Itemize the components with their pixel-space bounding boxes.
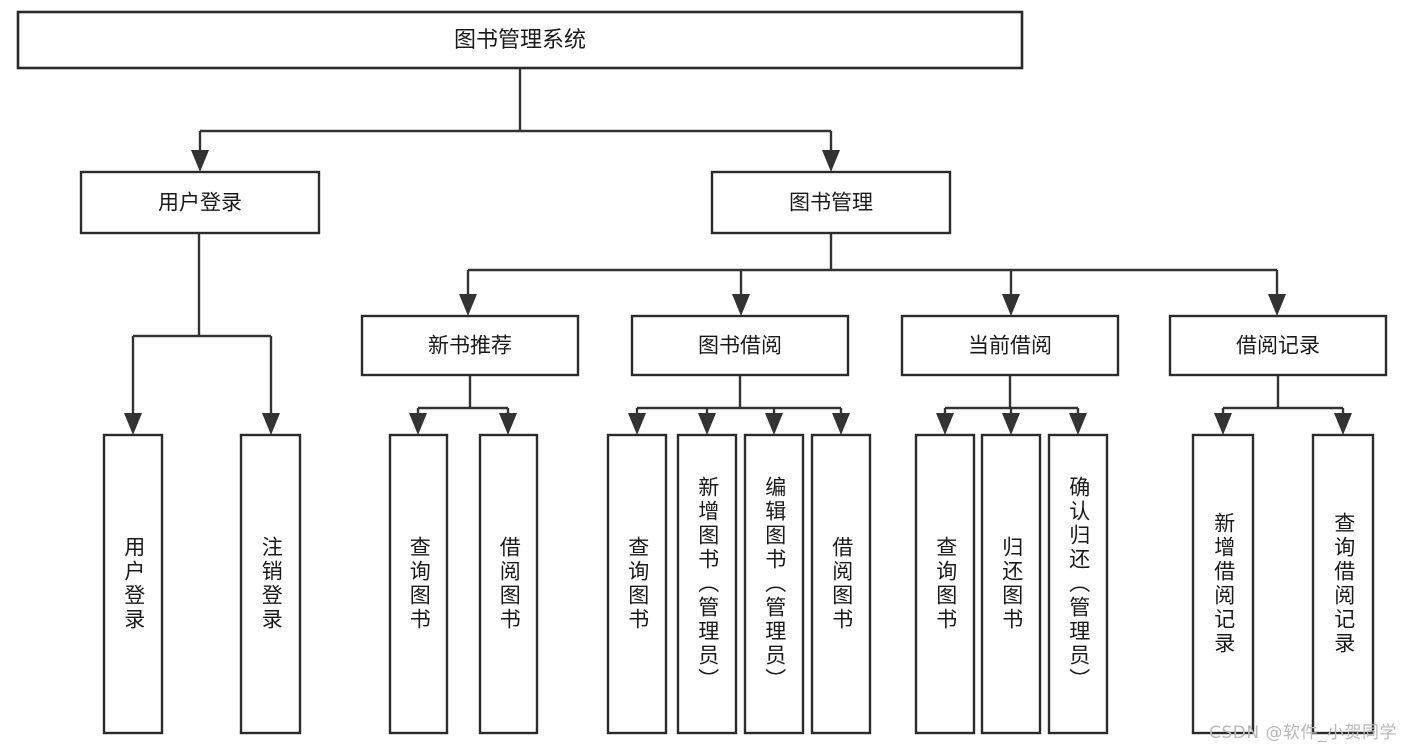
arrow-down-icon-book-borrow bbox=[732, 294, 750, 316]
node-box-leaf-user-login[interactable] bbox=[102, 433, 164, 735]
node-box-leaf-query-record[interactable] bbox=[1311, 433, 1375, 735]
node-box-root[interactable] bbox=[16, 10, 1024, 70]
arrow-down-icon-borrow-record-leaf-0 bbox=[1214, 413, 1232, 435]
arrow-down-icon-book-borrow-leaf-2 bbox=[765, 413, 783, 435]
node-box-leaf-borrow-book-2[interactable] bbox=[810, 433, 872, 735]
arrow-down-icon-book-borrow-leaf-1 bbox=[698, 413, 716, 435]
node-box-leaf-edit-book[interactable] bbox=[743, 433, 805, 735]
arrow-down-icon-book-manage bbox=[822, 150, 840, 172]
arrow-down-icon-new-book-rec-leaf-1 bbox=[499, 413, 517, 435]
connector-layer bbox=[124, 68, 1352, 435]
node-label-current-borrow: 当前借阅 bbox=[968, 334, 1052, 358]
node-label-book-manage: 图书管理 bbox=[789, 191, 873, 215]
arrow-down-icon-book-borrow-leaf-3 bbox=[832, 413, 850, 435]
node-box-leaf-add-record[interactable] bbox=[1191, 433, 1255, 735]
node-box-leaf-query-book-1[interactable] bbox=[388, 433, 449, 735]
node-box-borrow-record[interactable] bbox=[1168, 314, 1388, 377]
arrow-down-icon-current-borrow-leaf-1 bbox=[1002, 413, 1020, 435]
arrow-down-icon-user-login-leaf-0 bbox=[124, 413, 142, 435]
arrow-down-icon-user-login bbox=[191, 150, 209, 172]
node-label-book-borrow: 图书借阅 bbox=[698, 334, 782, 358]
node-box-leaf-confirm-return[interactable] bbox=[1047, 433, 1109, 735]
node-box-leaf-query-book-2[interactable] bbox=[606, 433, 668, 735]
node-box-book-borrow[interactable] bbox=[630, 314, 850, 377]
node-box-leaf-user-logout[interactable] bbox=[239, 433, 302, 735]
node-label-borrow-record: 借阅记录 bbox=[1236, 334, 1320, 358]
arrow-down-icon-new-book-rec bbox=[459, 294, 477, 316]
node-box-user-login[interactable] bbox=[79, 170, 321, 235]
arrow-down-icon-current-borrow bbox=[1002, 294, 1020, 316]
node-box-leaf-return-book[interactable] bbox=[980, 433, 1042, 735]
arrow-down-icon-new-book-rec-leaf-0 bbox=[409, 413, 427, 435]
node-box-book-manage[interactable] bbox=[710, 170, 952, 235]
node-label-new-book-rec: 新书推荐 bbox=[428, 334, 512, 358]
node-box-new-book-rec[interactable] bbox=[360, 314, 580, 377]
arrow-down-icon-book-borrow-leaf-0 bbox=[628, 413, 646, 435]
arrow-down-icon-borrow-record-leaf-1 bbox=[1334, 413, 1352, 435]
arrow-down-icon-current-borrow-leaf-0 bbox=[936, 413, 954, 435]
arrow-down-icon-current-borrow-leaf-2 bbox=[1069, 413, 1087, 435]
root-node-label: 图书管理系统 bbox=[454, 28, 586, 53]
node-label-user-login: 用户登录 bbox=[158, 191, 242, 215]
arrow-down-icon-user-login-leaf-1 bbox=[262, 413, 280, 435]
node-box-layer bbox=[16, 10, 1388, 735]
node-box-leaf-add-book[interactable] bbox=[676, 433, 738, 735]
node-box-leaf-query-book-3[interactable] bbox=[914, 433, 976, 735]
node-box-leaf-borrow-book-1[interactable] bbox=[478, 433, 539, 735]
arrow-down-icon-borrow-record bbox=[1268, 294, 1286, 316]
watermark-text: CSDN @软件_小贺同学 bbox=[1209, 723, 1397, 743]
node-box-current-borrow[interactable] bbox=[900, 314, 1120, 377]
